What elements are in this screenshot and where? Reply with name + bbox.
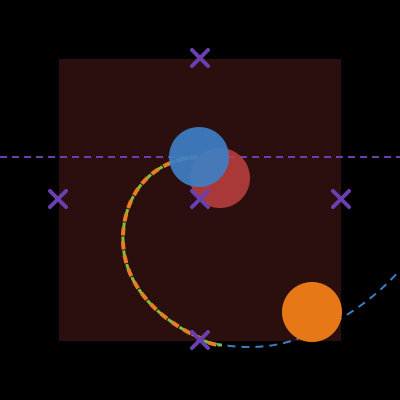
marker-right-icon — [331, 189, 351, 209]
marker-group — [48, 48, 351, 350]
marker-left-icon — [48, 189, 68, 209]
blue-ball — [169, 127, 229, 187]
trajectory-primary — [120, 155, 223, 347]
marker-bottom-icon — [190, 330, 210, 350]
orange-ball — [282, 282, 342, 342]
marker-top-icon — [190, 48, 210, 68]
marker-center-icon — [190, 189, 210, 209]
